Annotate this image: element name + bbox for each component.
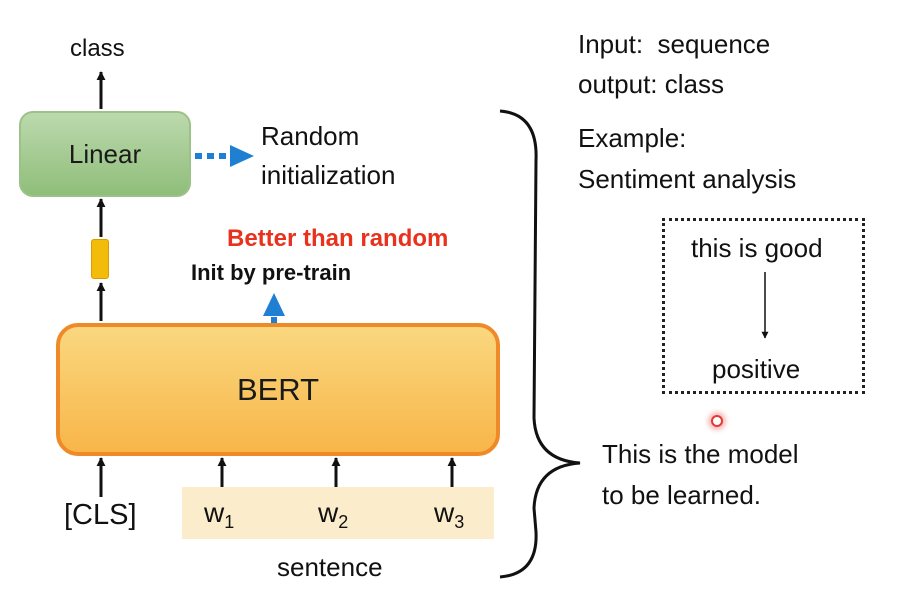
- token-w2: w2: [318, 497, 349, 532]
- random-init-line2: initialization: [261, 160, 396, 190]
- info-output-line: output: class: [578, 69, 724, 99]
- model-brace: [499, 109, 581, 579]
- info-example-label: Example:: [578, 123, 687, 153]
- model-note-line1: This is the model: [602, 439, 799, 469]
- sentence-label: sentence: [277, 552, 383, 582]
- random-init-line1: Random: [261, 121, 360, 151]
- sentence-token-band: [182, 487, 494, 539]
- better-than-random-label: Better than random: [227, 225, 449, 252]
- cls-output-vector: [91, 239, 109, 279]
- model-note-line2: to be learned.: [602, 480, 762, 510]
- arrow-random-init: [195, 145, 254, 167]
- bert-label: BERT: [236, 371, 320, 407]
- token-w1: w1: [204, 497, 235, 532]
- init-by-pretrain-label: Init by pre-train: [191, 260, 352, 285]
- linear-layer-box: Linear: [19, 111, 191, 197]
- linear-layer-label: Linear: [68, 138, 142, 169]
- info-example-task: Sentiment analysis: [578, 164, 797, 194]
- token-w3: w3: [434, 497, 465, 532]
- example-input-text: this is good: [691, 233, 823, 263]
- cls-token-label: [CLS]: [64, 499, 137, 531]
- info-input-line: Input: sequence: [578, 29, 771, 59]
- output-class-label: class: [70, 35, 125, 62]
- laser-pointer-dot: [711, 415, 723, 427]
- bert-model-box: BERT: [56, 323, 500, 456]
- example-box: [662, 218, 865, 394]
- example-output-text: positive: [712, 354, 801, 384]
